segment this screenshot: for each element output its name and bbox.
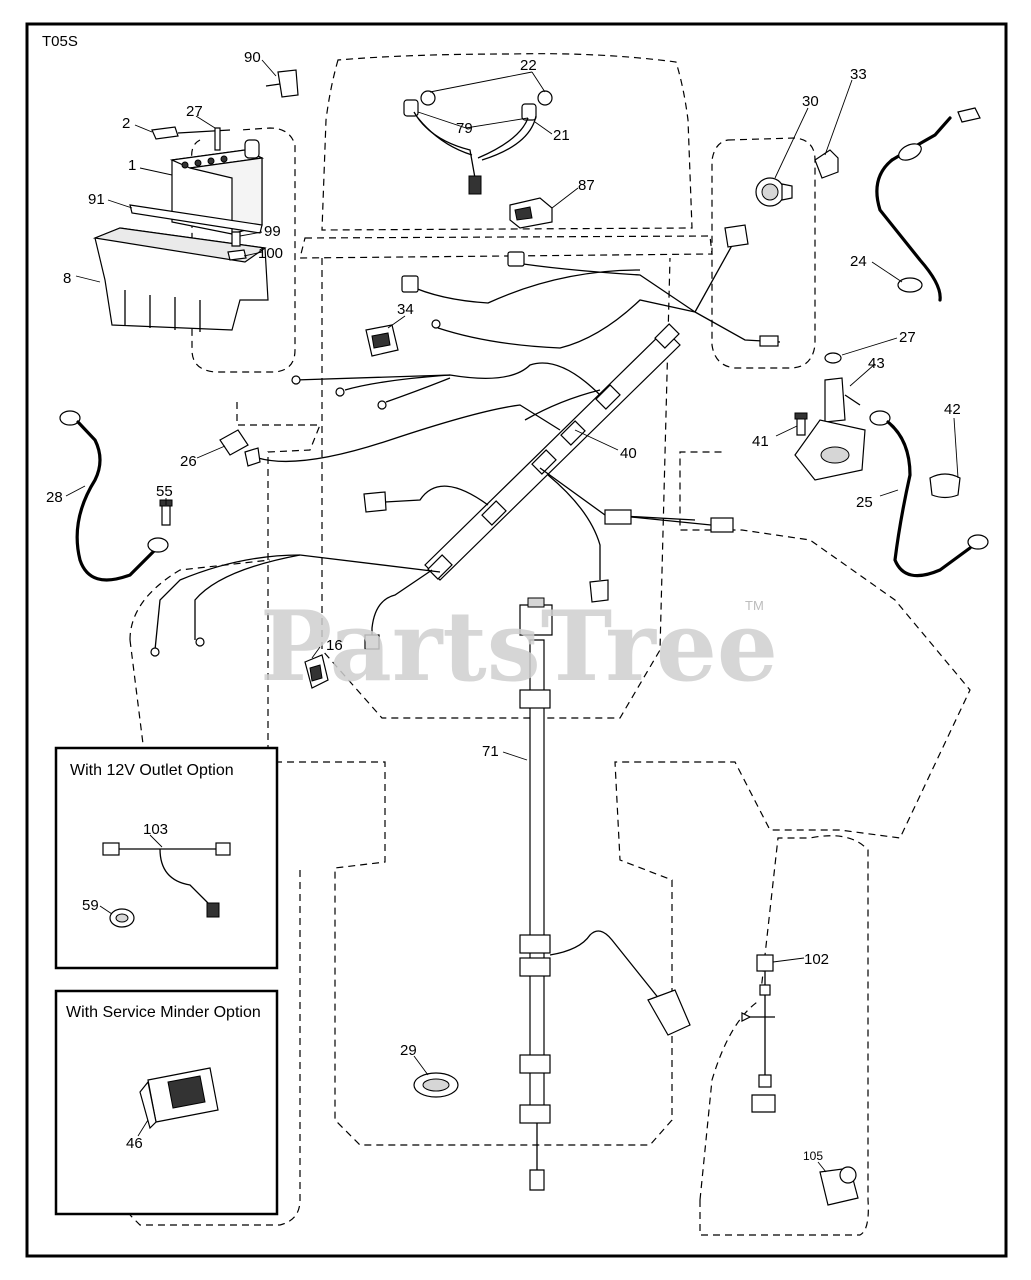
callout-40: 40 [620,445,637,462]
callout-43: 43 [868,355,885,372]
part-29-pad [413,1072,459,1098]
callout-79: 79 [456,120,473,137]
part-28-ground-cable [59,410,169,582]
part-30-ignition-switch [755,177,793,207]
part-102-harness [741,954,776,1113]
callout-71: 71 [482,743,499,760]
callout-21: 21 [553,127,570,144]
part-33-clip [814,149,839,179]
part-24-battery-cable [875,107,981,302]
part-87-relay [509,197,553,229]
part-26-fuse-holder [219,429,261,467]
part-16-switch [304,654,329,689]
part-105-switch [819,1166,859,1206]
callout-46: 46 [126,1135,143,1152]
callout-59: 59 [82,897,99,914]
diagram-code: T05S [42,33,78,50]
callout-42: 42 [944,401,961,418]
callout-99: 99 [264,223,281,240]
callout-26: 26 [180,453,197,470]
callout-100: 100 [258,245,283,262]
battery-group [92,126,269,332]
inset-service-minder [54,989,279,1216]
callout-103: 103 [143,821,168,838]
inset-outlet-title: With 12V Outlet Option [70,762,234,779]
callouts: 90 2 27 1 91 99 100 8 22 79 21 87 30 33 … [46,49,961,1163]
part-43-starter-solenoid [794,352,866,481]
callout-1: 1 [128,157,136,174]
tractor-outline [129,53,971,1236]
callout-27-right: 27 [899,329,916,346]
callout-102: 102 [804,951,829,968]
leader-lines [65,59,959,1173]
callout-105: 105 [803,1149,823,1163]
part-34-switch [365,324,399,357]
callout-41: 41 [752,433,769,450]
part-40-main-harness [150,224,781,657]
callout-34: 34 [397,301,414,318]
callout-28: 28 [46,489,63,506]
callout-91: 91 [88,191,105,208]
part-41-screw [794,412,808,436]
watermark-text: PartsTree [260,590,778,703]
part-42-boot [929,473,961,499]
callout-25: 25 [856,494,873,511]
callout-33: 33 [850,66,867,83]
callout-30: 30 [802,93,819,110]
part-25-cable [869,410,989,578]
callout-29: 29 [400,1042,417,1059]
part-71-harness [519,597,691,1191]
callout-24: 24 [850,253,867,270]
callout-90: 90 [244,49,261,66]
callout-27-top: 27 [186,103,203,120]
inset-service-title: With Service Minder Option [66,1004,261,1021]
inset-12v-outlet [54,746,279,970]
part-90-connector [265,69,299,98]
callout-87: 87 [578,177,595,194]
part-79-harness [403,90,553,195]
callout-22: 22 [520,57,537,74]
callout-2: 2 [122,115,130,132]
callout-8: 8 [63,270,71,287]
callout-16: 16 [326,637,343,654]
diagram-frame [25,22,1008,1258]
callout-55: 55 [156,483,173,500]
watermark-trademark: TM [745,598,764,613]
